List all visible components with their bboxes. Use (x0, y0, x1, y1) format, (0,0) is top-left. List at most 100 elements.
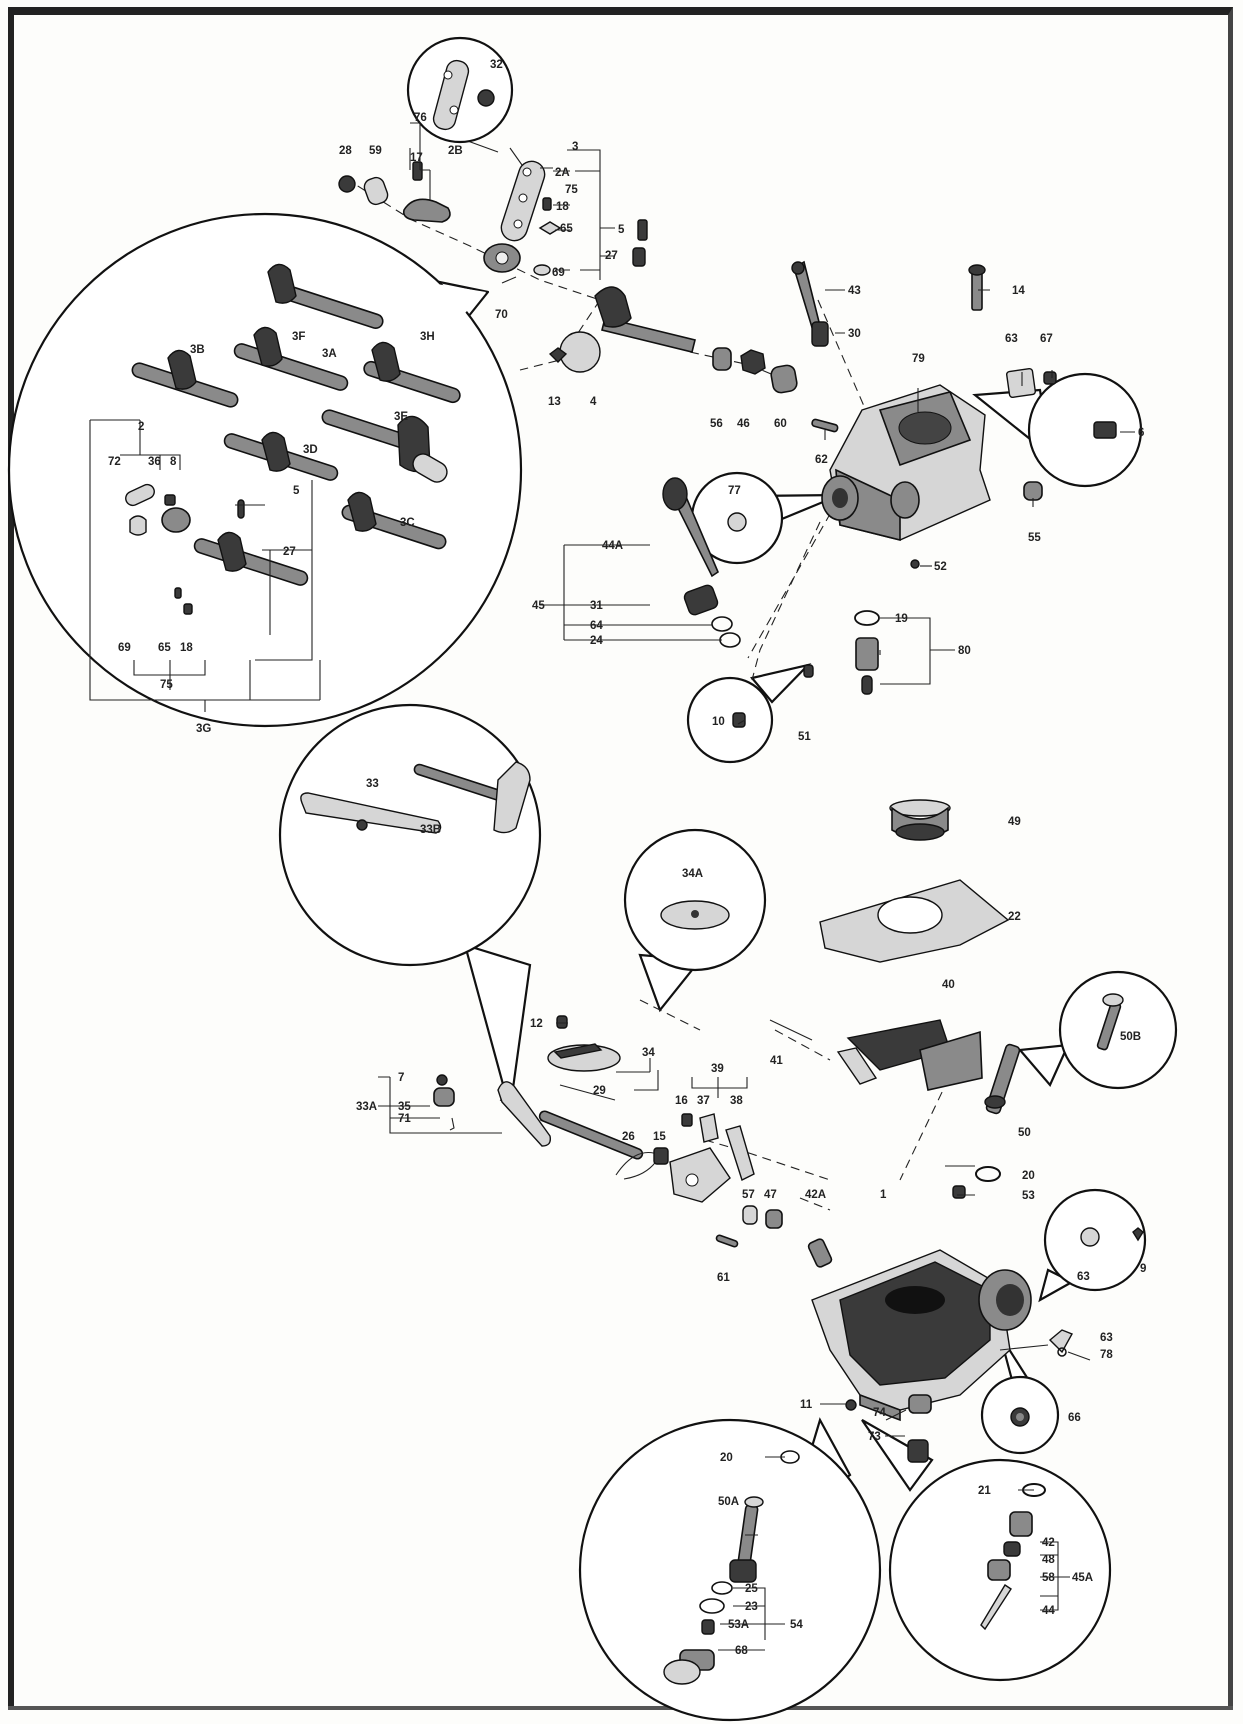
part-18 (542, 197, 552, 211)
part-49-venturi (889, 799, 951, 841)
label-38: 38 (730, 1095, 743, 1107)
label-2: 2 (138, 421, 144, 433)
label-72: 72 (108, 456, 121, 468)
label-33: 33 (366, 778, 379, 790)
label-50: 50 (1018, 1127, 1031, 1139)
part-52 (910, 559, 920, 569)
part-71 (449, 1117, 455, 1131)
part-56 (712, 347, 732, 371)
label-19: 19 (895, 613, 908, 625)
label-27: 27 (605, 250, 618, 262)
part-37-clip (699, 1113, 719, 1143)
label-64: 64 (590, 620, 603, 632)
label-4: 4 (590, 396, 597, 408)
label-43: 43 (848, 285, 861, 297)
part-53A (701, 1619, 715, 1635)
part-55 (1023, 481, 1043, 501)
shaft-3H (363, 341, 461, 404)
part-4-plate (559, 331, 601, 373)
label-42: 42 (1042, 1537, 1055, 1549)
label-3D: 3D (303, 444, 318, 456)
label-31: 31 (590, 600, 603, 612)
part-2B-lever (402, 198, 451, 223)
label-55: 55 (1028, 532, 1041, 544)
label-6: 6 (1138, 427, 1144, 439)
label-37: 37 (697, 1095, 710, 1107)
label-58: 58 (1042, 1572, 1055, 1584)
part-50B (1096, 993, 1124, 1051)
part-25-washer (711, 1581, 733, 1595)
part-80-valve (855, 637, 879, 695)
part-14-screw (968, 264, 986, 311)
label-21: 21 (978, 1485, 991, 1497)
part-46 (740, 349, 766, 375)
label-53: 53 (1022, 1190, 1035, 1202)
part-3-lever-hub (483, 243, 521, 273)
part-69 (533, 264, 551, 276)
label-3B: 3B (190, 344, 205, 356)
label-32: 32 (490, 59, 503, 71)
label-25: 25 (745, 1583, 758, 1595)
label-20: 20 (1022, 1170, 1035, 1182)
label-3A: 3A (322, 348, 337, 360)
label-67: 67 (1040, 333, 1053, 345)
label-c75: 75 (160, 679, 173, 691)
label-2B: 2B (448, 145, 463, 157)
part-50-nozzle (984, 1043, 1021, 1115)
shaft-3D (223, 431, 339, 481)
label-48: 48 (1042, 1554, 1055, 1566)
label-52: 52 (934, 561, 947, 573)
label-40: 40 (942, 979, 955, 991)
label-10: 10 (712, 716, 725, 728)
label-71: 71 (398, 1113, 411, 1125)
label-79: 79 (912, 353, 925, 365)
label-23: 23 (745, 1601, 758, 1613)
label-61: 61 (717, 1272, 730, 1284)
label-59: 59 (369, 145, 382, 157)
part-2A-link (500, 160, 546, 242)
label-24: 24 (590, 635, 603, 647)
part-65 (538, 221, 562, 235)
label-62: 62 (815, 454, 828, 466)
label-74: 74 (873, 1407, 886, 1419)
label-46: 46 (737, 418, 750, 430)
part-73 (907, 1439, 929, 1463)
label-54: 54 (790, 1619, 803, 1631)
label-33B: 33B (420, 824, 441, 836)
callout-10 (686, 663, 812, 764)
part-44A-needle (662, 477, 719, 578)
part-17-screw (412, 161, 423, 181)
label-d20: 20 (720, 1452, 733, 1464)
labels: 28 59 17 76 2B 32 3 2A 75 18 65 5 27 69 … (108, 59, 1146, 1657)
label-29: 29 (593, 1085, 606, 1097)
label-33A: 33A (356, 1101, 377, 1113)
label-34A: 34A (682, 868, 703, 880)
part-64-washer (711, 616, 733, 632)
label-3H: 3H (420, 331, 435, 343)
label-2A: 2A (555, 167, 570, 179)
label-60: 60 (774, 418, 787, 430)
label-8: 8 (170, 456, 177, 468)
part-19-gasket (854, 610, 880, 626)
callout-50B (1017, 970, 1178, 1090)
label-49: 49 (1008, 816, 1021, 828)
label-3F: 3F (292, 331, 305, 343)
label-5: 5 (618, 224, 625, 236)
callout-77 (690, 471, 841, 565)
callout-63-9 (1038, 1188, 1147, 1303)
label-63: 63 (1005, 333, 1018, 345)
label-14: 14 (1012, 285, 1025, 297)
part-79-throttle-body (821, 384, 991, 542)
label-51: 51 (798, 731, 811, 743)
label-28: 28 (339, 145, 352, 157)
shaft-3C (341, 491, 447, 550)
label-3C: 3C (400, 517, 415, 529)
label-45: 45 (532, 600, 545, 612)
shaft-3B (131, 349, 239, 408)
label-66: 66 (1068, 1412, 1081, 1424)
label-57: 57 (742, 1189, 755, 1201)
label-44A: 44A (602, 540, 623, 552)
part-70 (501, 276, 517, 284)
label-68: 68 (735, 1645, 748, 1657)
